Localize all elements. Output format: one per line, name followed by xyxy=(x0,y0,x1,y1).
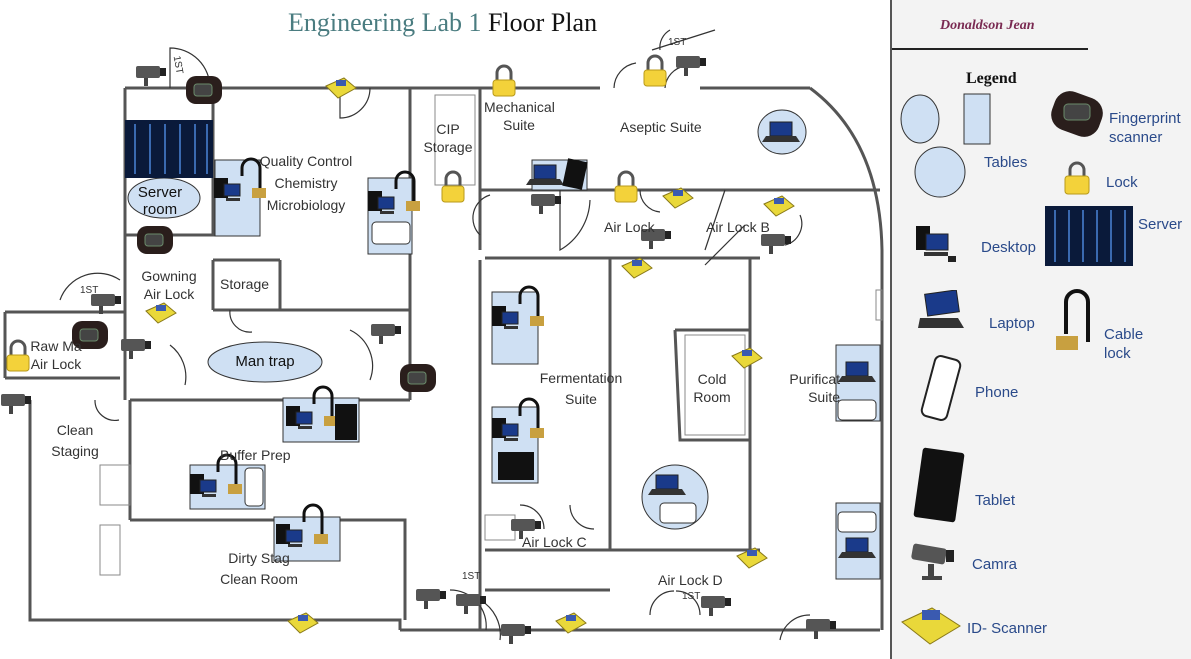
floor-plan: Engineering Lab 1 Floor Plan 1ST 1ST 1ST… xyxy=(1,8,884,644)
room-gowning-air-lock: Gowning Air Lock xyxy=(141,268,197,302)
server-icon xyxy=(1045,206,1133,266)
legend-label-fingerprint: Fingerprint scanner xyxy=(1109,110,1181,146)
legend-label-server: Server xyxy=(1138,216,1183,233)
floor-plan-drawing xyxy=(1,29,884,644)
desktop-icon xyxy=(916,226,956,262)
legend-label-id-scanner: ID- Scanner xyxy=(967,620,1048,637)
room-cold-room: Cold Room xyxy=(693,371,731,405)
room-fermentation-suite: Fermentation Suite xyxy=(539,370,623,407)
lock-icon xyxy=(1064,161,1090,195)
legend-label-cable-lock: Cable lock xyxy=(1104,326,1144,362)
room-dirty-staging-clean-room: Dirty Stag Clean Room xyxy=(220,550,298,587)
room-air-lock-c: Air Lock C xyxy=(522,534,587,550)
room-mechanical-suite: Mechanical Suite xyxy=(484,99,555,133)
cable-lock-icon xyxy=(1056,289,1090,350)
legend-label-desktop: Desktop xyxy=(981,239,1037,256)
door-tag: 1ST xyxy=(80,285,99,296)
id-scanner-icon xyxy=(901,607,961,645)
room-air-lock-d: Air Lock D xyxy=(658,572,723,588)
door-tag: 1ST xyxy=(462,571,481,582)
room-buffer-prep: Buffer Prep xyxy=(220,447,291,463)
author-name: Donaldson Jean xyxy=(940,18,1035,33)
legend-label-laptop: Laptop xyxy=(989,315,1035,332)
page-title: Engineering Lab 1 Floor Plan xyxy=(288,8,597,38)
room-air-lock-a: Air Lock xyxy=(604,219,655,235)
title-part-1: Engineering Lab 1 xyxy=(288,8,482,37)
legend-panel: Donaldson Jean Legend Tables Fingerprint… xyxy=(890,0,1191,659)
room-raw-material-air-lock: Raw Ma Air Lock xyxy=(30,338,82,372)
tablet-icon xyxy=(913,447,965,523)
fingerprint-scanner-icon xyxy=(1051,91,1103,137)
room-server-room: Server room xyxy=(137,184,183,218)
room-air-lock-b: Air Lock B xyxy=(706,219,770,235)
legend-label-lock: Lock xyxy=(1106,174,1138,191)
legend-label-tables: Tables xyxy=(984,154,1028,171)
room-man-trap: Man trap xyxy=(235,353,295,370)
room-cip-storage: CIP Storage xyxy=(423,121,473,155)
room-storage: Storage xyxy=(220,276,270,292)
legend-label-phone: Phone xyxy=(975,384,1019,401)
room-clean-staging: Clean Staging xyxy=(51,422,99,459)
legend-title: Legend xyxy=(966,70,1017,87)
tables-icon xyxy=(900,93,991,198)
legend-label-camera: Camra xyxy=(972,556,1018,573)
laptop-icon xyxy=(918,290,964,328)
door-tag: 1ST xyxy=(170,54,185,75)
title-part-2: Floor Plan xyxy=(488,8,598,37)
camera-icon xyxy=(911,543,954,580)
door-tag: 1ST xyxy=(682,591,701,602)
room-aseptic-suite: Aseptic Suite xyxy=(620,119,702,135)
divider xyxy=(892,48,1088,50)
phone-icon xyxy=(920,355,962,421)
room-purification-suite: Purificat Suite xyxy=(789,371,840,405)
door-tag: 1ST xyxy=(668,37,687,48)
legend-label-tablet: Tablet xyxy=(975,492,1016,509)
room-quality-control: Quality Control Chemistry Microbiology xyxy=(259,153,353,213)
